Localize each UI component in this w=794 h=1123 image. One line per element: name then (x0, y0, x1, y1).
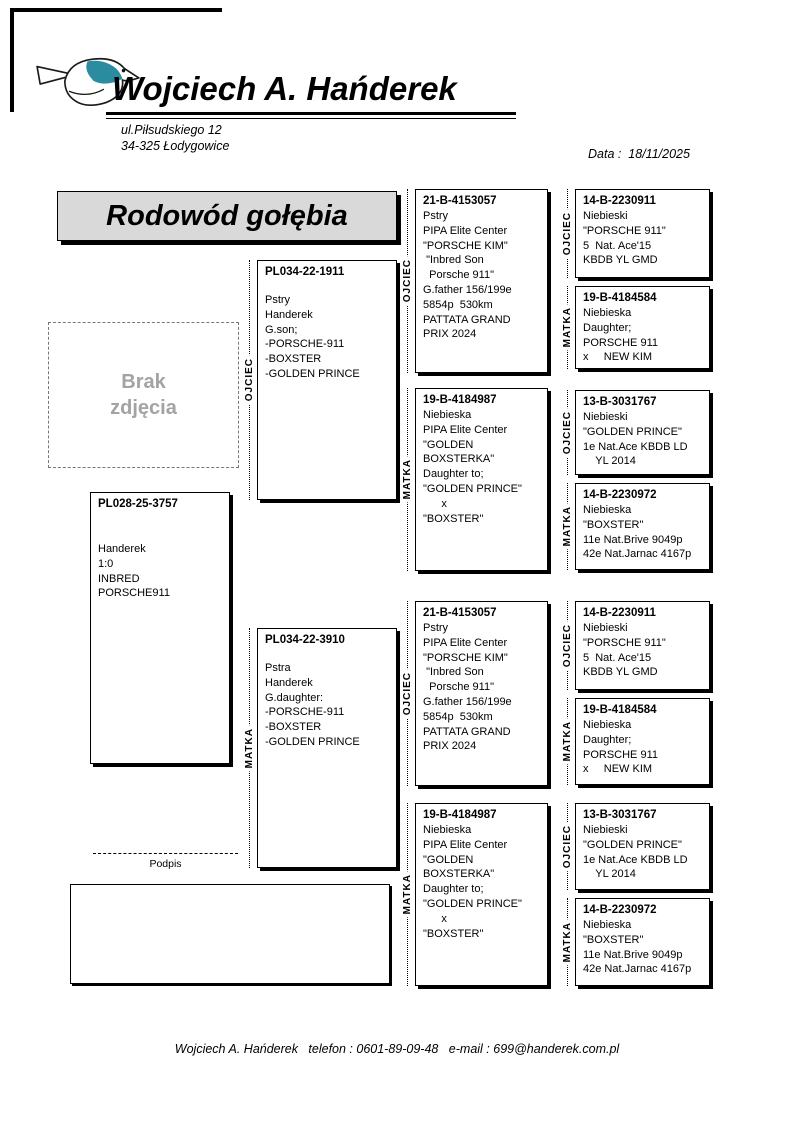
pigeon-details: Niebieska "BOXSTER" 11e Nat.Brive 9049p … (583, 504, 692, 561)
pedigree-box-gen4-4: 14-B-2230972 Niebieska "BOXSTER" 11e Nat… (575, 483, 710, 570)
page-corner-mark-horizontal (10, 8, 222, 12)
signature-box (70, 884, 390, 984)
pigeon-details: Pstra Handerek G.daughter: -PORSCHE-911 … (265, 662, 360, 748)
mother-label: MATKA (560, 898, 575, 986)
father-label: OJCIEC (560, 601, 575, 690)
ring-number: 21-B-4153057 (423, 607, 497, 619)
pigeon-icon (34, 50, 142, 114)
ring-number: 19-B-4184987 (423, 809, 497, 821)
ring-number: 13-B-3031767 (583, 396, 657, 408)
pigeon-details: Niebieski "GOLDEN PRINCE" 1e Nat.Ace KBD… (583, 411, 688, 468)
pigeon-details: Niebieski "GOLDEN PRINCE" 1e Nat.Ace KBD… (583, 824, 688, 881)
pedigree-box-gen4-1: 14-B-2230911 Niebieski "PORSCHE 911" 5 N… (575, 189, 710, 278)
pigeon-details: Niebieski "PORSCHE 911" 5 Nat. Ace'15 KB… (583, 622, 666, 679)
pedigree-box-mother: PL034-22-3910 Pstra Handerek G.daughter:… (257, 628, 397, 868)
ring-number: PL034-22-3910 (265, 634, 345, 646)
ring-number: 19-B-4184987 (423, 394, 497, 406)
pedigree-box-subject: PL028-25-3757 Handerek 1:0 INBRED PORSCH… (90, 492, 230, 764)
signature-line (93, 853, 238, 854)
pedigree-box-gen3-1: 21-B-4153057 Pstry PIPA Elite Center "PO… (415, 189, 548, 373)
father-label: OJCIEC (242, 260, 257, 500)
breeder-name: Wojciech A. Hańderek (112, 70, 457, 107)
pigeon-details: Pstry PIPA Elite Center "PORSCHE KIM" "I… (423, 210, 512, 341)
pigeon-details: Niebieska Daughter; PORSCHE 911 x NEW KI… (583, 307, 658, 364)
mother-label: MATKA (560, 698, 575, 785)
pedigree-box-father: PL034-22-1911 Pstry Handerek G.son; -POR… (257, 260, 397, 500)
signature-label: Podpis (149, 858, 182, 870)
ring-number: 19-B-4184584 (583, 704, 657, 716)
pedigree-box-gen4-2: 19-B-4184584 Niebieska Daughter; PORSCHE… (575, 286, 710, 369)
ring-number: PL034-22-1911 (265, 266, 345, 278)
page-corner-mark-vertical (10, 8, 14, 112)
ring-number: 14-B-2230972 (583, 904, 657, 916)
pedigree-box-gen4-6: 19-B-4184584 Niebieska Daughter; PORSCHE… (575, 698, 710, 785)
pigeon-details: Handerek 1:0 INBRED PORSCHE911 (98, 543, 170, 600)
ring-number: 14-B-2230911 (583, 195, 656, 207)
pigeon-details: Pstry PIPA Elite Center "PORSCHE KIM" "I… (423, 622, 512, 753)
pigeon-details: Niebieska PIPA Elite Center "GOLDEN BOXS… (423, 824, 522, 940)
mother-label: MATKA (560, 483, 575, 570)
mother-label: MATKA (400, 388, 415, 571)
pedigree-box-gen4-5: 14-B-2230911 Niebieski "PORSCHE 911" 5 N… (575, 601, 710, 690)
father-label: OJCIEC (560, 189, 575, 278)
document-title: Rodowód gołębia (57, 191, 397, 241)
ring-number: 14-B-2230911 (583, 607, 656, 619)
pedigree-box-gen4-3: 13-B-3031767 Niebieski "GOLDEN PRINCE" 1… (575, 390, 710, 475)
mother-label: MATKA (400, 803, 415, 986)
mother-label: MATKA (242, 628, 257, 868)
pigeon-details: Niebieska "BOXSTER" 11e Nat.Brive 9049p … (583, 919, 692, 976)
father-label: OJCIEC (560, 390, 575, 475)
mother-label: MATKA (560, 286, 575, 369)
pigeon-details: Niebieski "PORSCHE 911" 5 Nat. Ace'15 KB… (583, 210, 666, 267)
ring-number: PL028-25-3757 (98, 498, 178, 510)
ring-number: 19-B-4184584 (583, 292, 657, 304)
address-line-1: ul.Piłsudskiego 12 (121, 123, 222, 137)
pigeon-details: Niebieska Daughter; PORSCHE 911 x NEW KI… (583, 719, 658, 776)
ring-number: 13-B-3031767 (583, 809, 657, 821)
ring-number: 21-B-4153057 (423, 195, 497, 207)
father-label: OJCIEC (400, 601, 415, 786)
pedigree-box-gen4-8: 14-B-2230972 Niebieska "BOXSTER" 11e Nat… (575, 898, 710, 986)
pigeon-details: Niebieska PIPA Elite Center "GOLDEN BOXS… (423, 409, 522, 525)
header-rule-thin (106, 118, 516, 119)
pedigree-box-gen3-4: 19-B-4184987 Niebieska PIPA Elite Center… (415, 803, 548, 986)
footer-contact: Wojciech A. Hańderek telefon : 0601-89-0… (174, 1042, 620, 1056)
pedigree-box-gen3-3: 21-B-4153057 Pstry PIPA Elite Center "PO… (415, 601, 548, 786)
header-rule-thick (106, 112, 516, 115)
address-line-2: 34-325 Łodygowice (121, 139, 230, 153)
father-label: OJCIEC (560, 803, 575, 890)
pedigree-box-gen4-7: 13-B-3031767 Niebieski "GOLDEN PRINCE" 1… (575, 803, 710, 890)
date-text: Data : 18/11/2025 (588, 147, 690, 161)
father-label: OJCIEC (400, 189, 415, 373)
pedigree-box-gen3-2: 19-B-4184987 Niebieska PIPA Elite Center… (415, 388, 548, 571)
ring-number: 14-B-2230972 (583, 489, 657, 501)
pigeon-details: Pstry Handerek G.son; -PORSCHE-911 -BOXS… (265, 294, 360, 380)
photo-placeholder: Brak zdjęcia (48, 322, 239, 468)
